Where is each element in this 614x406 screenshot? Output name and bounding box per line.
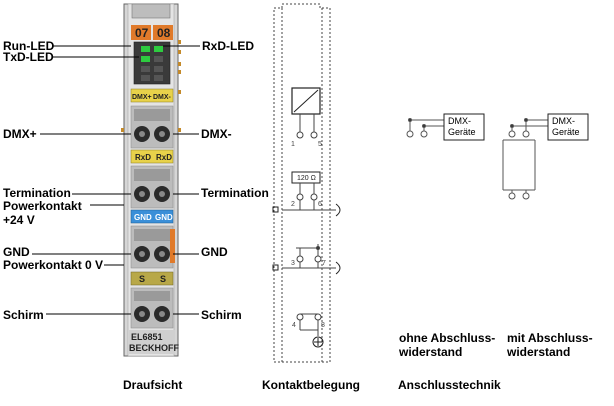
plate-s-1: S bbox=[139, 274, 145, 284]
number-plate-07 bbox=[131, 25, 151, 40]
plate-s-2: S bbox=[160, 274, 166, 284]
rxd-led bbox=[154, 46, 163, 52]
right-leader-lines bbox=[163, 45, 200, 315]
pin-5: 5 bbox=[318, 141, 322, 148]
plate-dmx-plus: DMX+ bbox=[132, 94, 152, 101]
label-schirm-left: Schirm bbox=[3, 308, 44, 322]
dmx-device-box-2 bbox=[547, 113, 589, 141]
brand-name: BECKHOFF bbox=[129, 343, 179, 353]
led-block bbox=[133, 41, 171, 85]
rxd-label-plate bbox=[130, 149, 174, 164]
label-gnd-left: GND bbox=[3, 245, 30, 259]
label-dmx-plus: DMX+ bbox=[3, 127, 37, 141]
label-gnd-right: GND bbox=[201, 245, 228, 259]
label-plus-24v: +24 V bbox=[3, 213, 35, 227]
resistor-value: 120 Ω bbox=[297, 175, 316, 182]
device-box-2-line2: Geräte bbox=[552, 127, 580, 137]
plate-dmx-minus: DMX- bbox=[153, 94, 172, 101]
connection-with-termination bbox=[502, 113, 589, 200]
model-number: EL6851 bbox=[131, 332, 163, 342]
plate-rxd-2: RxD bbox=[156, 153, 172, 162]
number-07: 07 bbox=[135, 26, 149, 40]
number-08: 08 bbox=[157, 26, 171, 40]
number-plate-08 bbox=[153, 25, 173, 40]
label-powerkontakt-24: Powerkontakt bbox=[3, 199, 82, 213]
pin-8: 8 bbox=[321, 322, 325, 329]
run-led bbox=[141, 46, 150, 52]
label-termination-left: Termination bbox=[3, 186, 71, 200]
pin-7: 7 bbox=[322, 260, 326, 267]
label-without-termination-1: ohne Abschluss- bbox=[399, 331, 496, 345]
device-box-1-line1: DMX- bbox=[448, 116, 471, 126]
dmx-label-plate bbox=[130, 88, 174, 103]
txd-led bbox=[141, 56, 150, 62]
label-termination-right: Termination bbox=[201, 186, 269, 200]
device-box-2-line1: DMX- bbox=[552, 116, 575, 126]
plate-gnd-1: GND bbox=[134, 213, 152, 222]
device-box-1-line2: Geräte bbox=[448, 127, 476, 137]
ground-symbol bbox=[312, 336, 324, 348]
pin-2: 2 bbox=[291, 201, 295, 208]
label-rxd-led: RxD-LED bbox=[202, 39, 255, 53]
transceiver-symbol bbox=[291, 87, 321, 115]
pin-assignment-diagram bbox=[272, 3, 341, 363]
label-without-termination-2: widerstand bbox=[399, 345, 463, 359]
gnd-label-plate bbox=[130, 209, 174, 224]
label-run-led: Run-LED bbox=[3, 39, 55, 53]
caption-pin-assignment: Kontaktbelegung bbox=[262, 378, 360, 392]
pin-1: 1 bbox=[291, 141, 295, 148]
plate-rxd-1: RxD bbox=[135, 153, 151, 162]
label-with-termination-1: mit Abschluss- bbox=[507, 331, 593, 345]
pin-6: 6 bbox=[318, 201, 322, 208]
pin-4: 4 bbox=[292, 322, 296, 329]
caption-top-view: Draufsicht bbox=[123, 378, 183, 392]
connection-without-termination bbox=[406, 113, 485, 141]
orange-strip bbox=[170, 229, 175, 263]
terminal-top-view bbox=[121, 3, 181, 357]
resistor-symbol bbox=[291, 171, 321, 184]
label-dmx-minus: DMX- bbox=[201, 127, 232, 141]
label-with-termination-2: widerstand bbox=[507, 345, 571, 359]
pin-3: 3 bbox=[291, 260, 295, 267]
label-schirm-right: Schirm bbox=[201, 308, 242, 322]
shield-label-plate bbox=[130, 271, 174, 286]
caption-connection-tech: Anschlusstechnik bbox=[398, 378, 501, 392]
plate-gnd-2: GND bbox=[155, 213, 173, 222]
label-txd-led: TxD-LED bbox=[3, 50, 54, 64]
pin-numbers: 1 5 2 6 3 7 4 8 bbox=[291, 141, 326, 329]
dmx-device-box-1 bbox=[443, 113, 485, 141]
label-powerkontakt-0v: Powerkontakt 0 V bbox=[3, 258, 104, 272]
left-leader-lines bbox=[32, 45, 139, 315]
